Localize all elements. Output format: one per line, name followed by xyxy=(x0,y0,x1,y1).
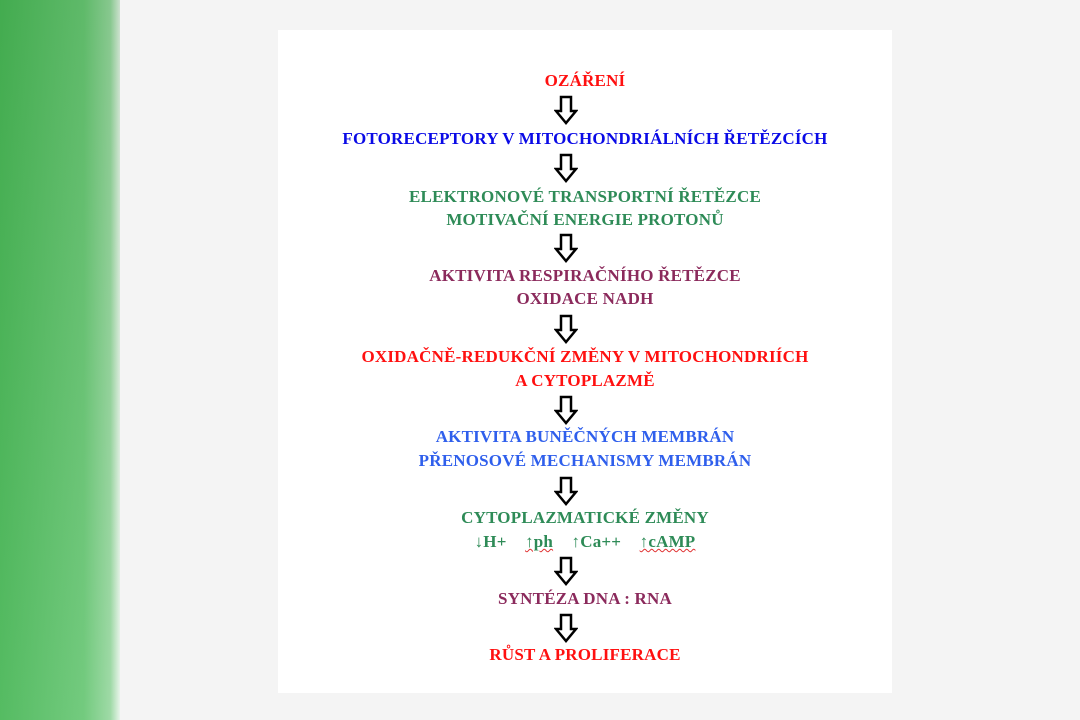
down-arrow-icon xyxy=(554,153,578,183)
ion-h: ↓H+ xyxy=(474,532,507,551)
down-arrow-icon xyxy=(554,233,578,263)
down-arrow-icon xyxy=(554,395,578,425)
step-redox-changes-1: OXIDAČNĚ-REDUKČNÍ ZMĚNY V MITOCHONDRIÍCH xyxy=(361,347,809,366)
down-arrow-icon xyxy=(554,556,578,586)
decorative-sidebar xyxy=(0,0,120,720)
step-membranes-1: AKTIVITA BUNĚČNÝCH MEMBRÁN xyxy=(435,427,735,446)
ion-ca: ↑Ca++ xyxy=(571,532,622,551)
ion-ph: ↑ph xyxy=(525,532,554,551)
ion-camp: ↑cAMP xyxy=(639,532,696,551)
step-membranes-2: PŘENOSOVÉ MECHANISMY MEMBRÁN xyxy=(418,451,752,470)
down-arrow-icon xyxy=(554,95,578,125)
step-irradiation: OZÁŘENÍ xyxy=(544,71,626,90)
diagram-card: OZÁŘENÍ FOTORECEPTORY V MITOCHONDRIÁLNÍC… xyxy=(278,30,892,693)
step-cytoplasmic-changes: CYTOPLAZMATICKÉ ZMĚNY xyxy=(461,508,709,527)
step-dna-synthesis: SYNTÉZA DNA : RNA xyxy=(498,589,672,608)
step-electron-transport-2: MOTIVAČNÍ ENERGIE PROTONŮ xyxy=(446,210,724,229)
step-redox-changes-2: A CYTOPLAZMĚ xyxy=(515,371,655,390)
down-arrow-icon xyxy=(554,613,578,643)
down-arrow-icon xyxy=(554,314,578,344)
down-arrow-icon xyxy=(554,476,578,506)
step-respiratory-chain-2: OXIDACE NADH xyxy=(516,289,654,308)
step-respiratory-chain-1: AKTIVITA RESPIRAČNÍHO ŘETĚZCE xyxy=(429,266,741,285)
ion-changes: ↓H+ ↑ph ↑Ca++ ↑cAMP xyxy=(278,532,892,552)
step-electron-transport-1: ELEKTRONOVÉ TRANSPORTNÍ ŘETĚZCE xyxy=(409,187,761,206)
step-growth-proliferation: RŮST A PROLIFERACE xyxy=(489,645,681,664)
step-photoreceptors: FOTORECEPTORY V MITOCHONDRIÁLNÍCH ŘETĚZC… xyxy=(342,129,828,148)
